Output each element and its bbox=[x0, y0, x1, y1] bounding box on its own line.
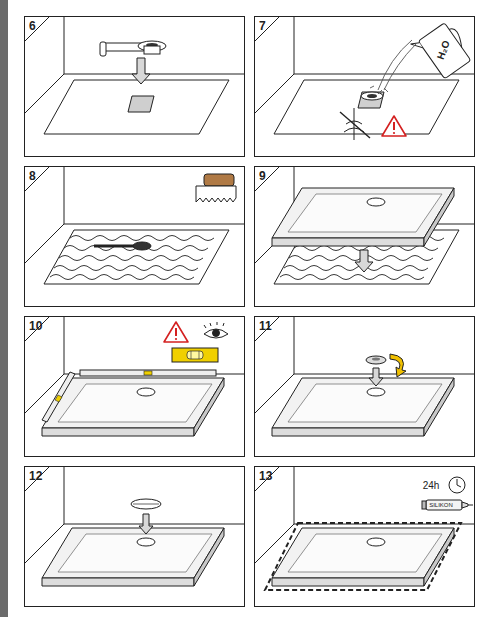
silicone-joint bbox=[265, 523, 461, 590]
eye-icon bbox=[204, 322, 228, 338]
step-number: 8 bbox=[29, 169, 36, 183]
step-panel: 10 bbox=[24, 316, 245, 457]
drain-cap bbox=[366, 356, 386, 364]
silicone-tube bbox=[422, 500, 473, 510]
step-6-art bbox=[24, 16, 244, 134]
step-11-art bbox=[254, 316, 474, 436]
step-panel: 8 bbox=[24, 166, 245, 307]
step-panel: 6 bbox=[24, 16, 245, 157]
spirit-level bbox=[42, 370, 216, 422]
label-text: 24h bbox=[423, 481, 440, 491]
step-9-art bbox=[254, 166, 474, 284]
step-12-art bbox=[24, 466, 244, 586]
no-leak-icon bbox=[340, 108, 370, 140]
shower-tray bbox=[272, 188, 454, 246]
clock-icon bbox=[449, 477, 465, 493]
step-number: 10 bbox=[29, 319, 42, 333]
warning-sign bbox=[382, 116, 406, 136]
water-stream bbox=[370, 40, 416, 94]
step-7-art bbox=[254, 16, 475, 140]
drain-cover bbox=[131, 499, 161, 509]
step-panel: 7 bbox=[254, 16, 475, 157]
drain bbox=[361, 92, 383, 100]
floor-trench bbox=[128, 96, 154, 112]
step-number: 11 bbox=[259, 319, 272, 333]
warning-sign bbox=[164, 322, 188, 342]
step-8-art bbox=[24, 166, 244, 284]
step-number: 12 bbox=[29, 469, 42, 483]
step-10-art bbox=[24, 316, 244, 436]
arrow-down bbox=[139, 514, 153, 534]
step-number: 6 bbox=[29, 19, 36, 33]
step-panel: 11 bbox=[254, 316, 475, 457]
drain-pipe bbox=[94, 245, 136, 248]
shower-tray bbox=[272, 528, 454, 586]
shower-tray bbox=[42, 378, 224, 436]
step-panel: 13 bbox=[254, 466, 475, 607]
step-number: 13 bbox=[259, 469, 272, 483]
arrow-down bbox=[355, 250, 373, 272]
step-panel: 12 bbox=[24, 466, 245, 607]
step-13-art bbox=[254, 466, 474, 590]
siphon bbox=[100, 41, 166, 56]
arrow-down bbox=[132, 58, 150, 84]
notched-trowel bbox=[196, 174, 236, 202]
step-number: 9 bbox=[259, 169, 266, 183]
water-jug bbox=[411, 18, 475, 83]
label-text: SILIKON bbox=[429, 502, 453, 508]
step-panel: 9 bbox=[254, 166, 475, 307]
shower-tray bbox=[272, 378, 454, 436]
level-icon bbox=[172, 348, 218, 362]
side-bar bbox=[0, 0, 8, 617]
turn-arrow bbox=[390, 354, 406, 377]
shower-tray bbox=[42, 528, 224, 586]
arrow-down bbox=[369, 368, 383, 386]
floor-trench bbox=[358, 92, 384, 108]
drain bbox=[133, 242, 151, 250]
step-number: 7 bbox=[259, 19, 266, 33]
